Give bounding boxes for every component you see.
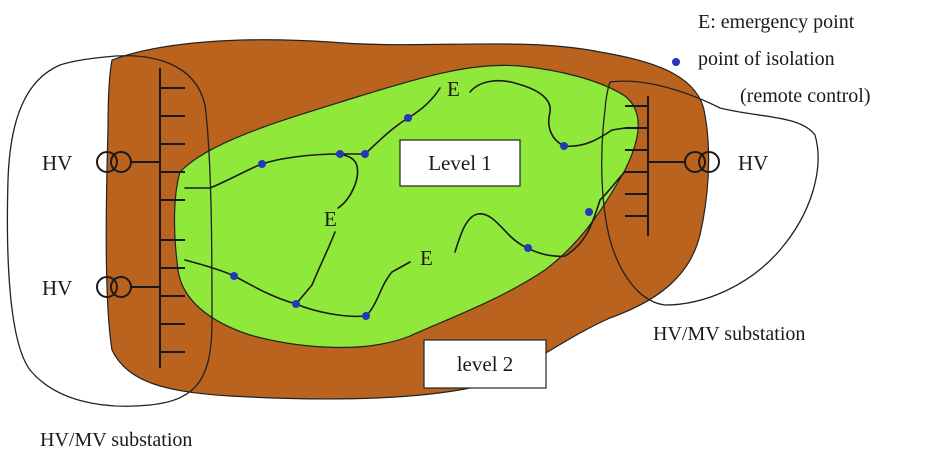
- hv-label-left-bottom: HV: [42, 276, 72, 300]
- transformer-symbol-right: [684, 151, 720, 173]
- legend-isolation-dot: [672, 58, 680, 66]
- isolation-point: [230, 272, 238, 280]
- substation-label-right: HV/MV substation: [653, 323, 805, 345]
- transformer-symbol-left-top: [96, 151, 132, 173]
- emergency-point-label: E: [420, 246, 433, 270]
- level1-box: Level 1: [399, 139, 521, 187]
- isolation-point: [292, 300, 300, 308]
- transformer-symbol-left-bottom: [96, 276, 132, 298]
- feeder-top-right-loop: [469, 79, 626, 148]
- emergency-point-label: E: [447, 77, 460, 101]
- feeder-center-down: [295, 231, 336, 305]
- feeder-center-branch: [337, 153, 359, 209]
- right-substation-outline: [601, 80, 819, 306]
- isolation-point: [361, 150, 369, 158]
- emergency-point-label: E: [324, 207, 337, 231]
- isolation-point: [585, 208, 593, 216]
- legend: E: emergency point point of isolation (r…: [672, 11, 871, 107]
- legend-emergency-point: E: emergency point: [698, 11, 855, 33]
- feeder-bottom-right-loop: [454, 171, 626, 258]
- isolation-point: [524, 244, 532, 252]
- legend-isolation-point: point of isolation: [698, 48, 835, 70]
- level2-box: level 2: [423, 339, 547, 389]
- isolation-point: [362, 312, 370, 320]
- left-busbar: [130, 68, 185, 368]
- isolation-point: [258, 160, 266, 168]
- level1-area: [173, 64, 639, 349]
- isolation-point: [336, 150, 344, 158]
- isolation-point: [560, 142, 568, 150]
- level2-label: level 2: [457, 352, 514, 376]
- legend-remote-control: (remote control): [740, 85, 871, 107]
- isolation-points: [230, 114, 593, 320]
- isolation-point: [404, 114, 412, 122]
- right-busbar: [625, 96, 685, 236]
- substation-label-left: HV/MV substation: [40, 429, 192, 451]
- level1-label: Level 1: [428, 151, 492, 175]
- hv-label-right: HV: [738, 151, 768, 175]
- left-substation-outline: [6, 55, 213, 407]
- hv-label-left-top: HV: [42, 151, 72, 175]
